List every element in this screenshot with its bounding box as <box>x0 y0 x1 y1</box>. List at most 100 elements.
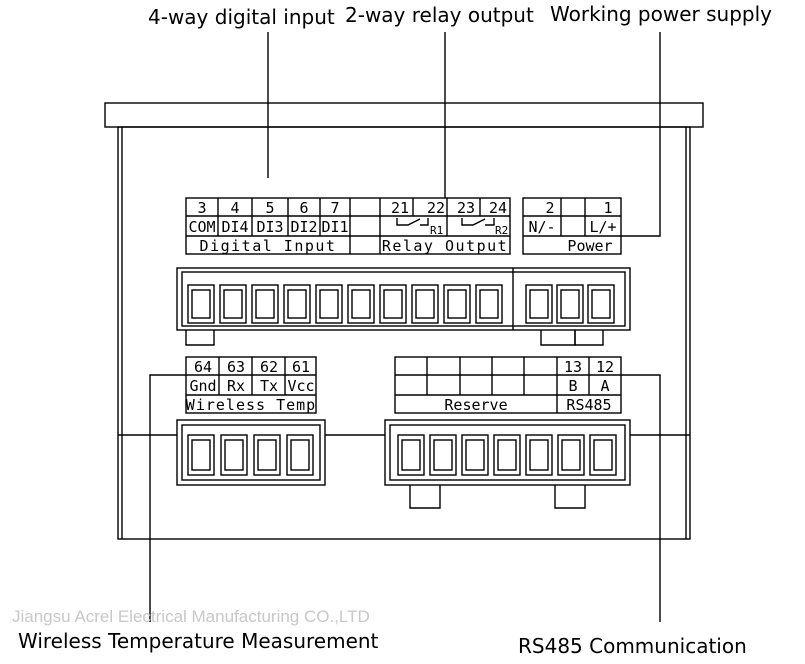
terminal-signal: B <box>568 377 577 395</box>
terminal-socket <box>220 434 248 476</box>
terminal-socket-inner <box>561 439 581 471</box>
wireless-terminal-table: 64 63 62 61 Gnd Rx Tx Vcc Wireless Temp <box>185 356 317 414</box>
terminal-number: 5 <box>265 199 274 217</box>
group-relay-output: Relay Output <box>382 237 508 255</box>
rs485-label: RS485 Communication <box>518 634 747 658</box>
terminal-socket <box>411 284 439 324</box>
group-power: Power <box>567 237 612 255</box>
power-supply-label: Working power supply <box>550 2 772 26</box>
terminal-socket <box>525 434 553 476</box>
terminal-signal: A <box>600 377 609 395</box>
terminal-socket <box>525 284 553 324</box>
relay-contact-icon <box>396 218 495 226</box>
terminal-socket <box>493 434 521 476</box>
terminal-number: 7 <box>330 199 339 217</box>
terminal-socket-inner <box>529 439 549 471</box>
terminal-socket-inner <box>560 289 580 319</box>
terminal-socket-inner <box>191 439 211 471</box>
terminal-number: 6 <box>299 199 308 217</box>
terminal-signal: Gnd <box>189 377 216 395</box>
terminal-number: 61 <box>292 358 310 376</box>
terminal-signal: Tx <box>260 377 278 395</box>
terminal-socket <box>187 284 215 324</box>
terminal-signal: COM <box>188 218 215 236</box>
terminal-socket-inner <box>223 289 243 319</box>
top-terminal-table: 3 4 5 6 7 21 22 23 24 COM DI4 DI3 DI2 DI… <box>185 197 511 255</box>
terminal-socket-inner <box>433 439 453 471</box>
terminal-number: 22 <box>427 199 445 217</box>
terminal-number: 1 <box>603 199 612 217</box>
terminal-signal: DI2 <box>290 218 317 236</box>
terminal-signal: DI4 <box>221 218 248 236</box>
wireless-label: Wireless Temperature Measurement <box>18 629 379 653</box>
terminal-number: 4 <box>230 199 239 217</box>
terminal-number: 64 <box>194 358 212 376</box>
terminal-socket-inner <box>465 439 485 471</box>
upper-connector-block <box>176 267 631 346</box>
terminal-socket-inner <box>591 289 611 319</box>
terminal-socket-inner <box>383 289 403 319</box>
terminal-socket-inner <box>287 289 307 319</box>
terminal-socket-inner <box>593 439 613 471</box>
group-rs485: RS485 <box>566 396 611 414</box>
terminal-socket <box>443 284 471 324</box>
terminal-socket <box>589 434 617 476</box>
terminal-socket <box>429 434 457 476</box>
terminal-socket-inner <box>415 289 435 319</box>
power-terminal-table: 2 1 N/- L/+ Power <box>522 197 622 255</box>
terminal-socket <box>283 284 311 324</box>
terminal-socket <box>397 434 425 476</box>
terminal-socket-inner <box>497 439 517 471</box>
terminal-number: 23 <box>457 199 475 217</box>
terminal-socket-inner <box>529 289 549 319</box>
meter-housing <box>104 102 704 540</box>
digital-input-label: 4-way digital input <box>148 5 335 29</box>
terminal-signal: DI3 <box>256 218 283 236</box>
terminal-number: 13 <box>564 358 582 376</box>
terminal-signal: Vcc <box>287 377 314 395</box>
terminal-number: 63 <box>227 358 245 376</box>
relay-r2-label: R2 <box>495 224 508 237</box>
terminal-socket <box>475 284 503 324</box>
terminal-socket <box>219 284 247 324</box>
terminal-socket <box>461 434 489 476</box>
leader-lines <box>149 32 661 622</box>
terminal-socket <box>347 284 375 324</box>
group-digital-input: Digital Input <box>200 237 337 255</box>
terminal-socket <box>253 434 281 476</box>
terminal-socket-inner <box>319 289 339 319</box>
terminal-number: 3 <box>197 199 206 217</box>
terminal-socket-inner <box>401 439 421 471</box>
terminal-socket <box>587 284 615 324</box>
group-reserve: Reserve <box>444 396 507 414</box>
terminal-socket-inner <box>255 289 275 319</box>
terminal-socket-inner <box>351 289 371 319</box>
group-wireless-temp: Wireless Temp <box>186 396 316 414</box>
terminal-socket <box>379 284 407 324</box>
relay-r1-label: R1 <box>430 224 443 237</box>
terminal-socket <box>556 284 584 324</box>
terminal-signal: Rx <box>227 377 245 395</box>
terminal-socket <box>315 284 343 324</box>
terminal-socket-inner <box>224 439 244 471</box>
terminal-number: 12 <box>596 358 614 376</box>
terminal-number: 62 <box>260 358 278 376</box>
terminal-signal: L/+ <box>589 218 616 236</box>
terminal-socket <box>187 434 215 476</box>
terminal-number: 21 <box>391 199 409 217</box>
terminal-socket <box>557 434 585 476</box>
terminal-socket-inner <box>479 289 499 319</box>
reserve-terminal-table: 13 12 B A Reserve RS485 <box>394 356 622 414</box>
terminal-socket-inner <box>257 439 277 471</box>
terminal-socket-inner <box>191 289 211 319</box>
relay-output-label: 2-way relay output <box>345 3 534 27</box>
terminal-number: 2 <box>545 199 554 217</box>
terminal-signal: DI1 <box>321 218 348 236</box>
terminal-number: 24 <box>489 199 507 217</box>
lower-connector-blocks <box>176 419 631 509</box>
terminal-socket-inner <box>290 439 310 471</box>
terminal-signal: N/- <box>528 218 555 236</box>
terminal-socket <box>286 434 314 476</box>
